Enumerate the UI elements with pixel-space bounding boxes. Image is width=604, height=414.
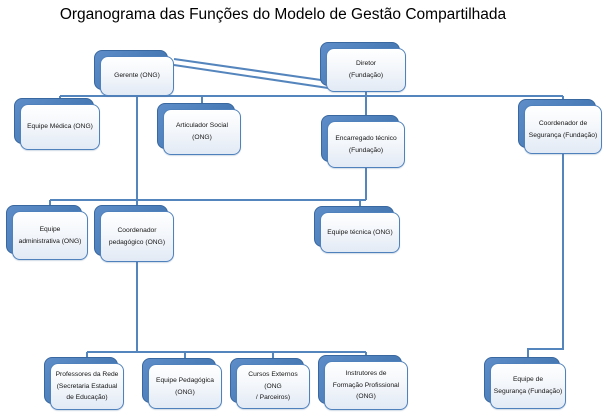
node-label: Equipe técnica (ONG) [327, 228, 393, 236]
node-coordenador-seguranca: Coordenador de Segurança (Fundação) [518, 99, 602, 154]
chart-title: Organograma das Funções do Modelo de Ges… [59, 6, 507, 23]
node-box: Gerente (ONG) [100, 56, 174, 96]
node-box: Diretor (Fundação) [326, 48, 406, 92]
node-label: Equipe de Segurança (Fundação) [493, 376, 563, 395]
node-box: Coordenador pedagógico (ONG) [100, 211, 174, 262]
edge-gerente-diretor-lower [173, 64, 329, 89]
node-label: Equipe administrativa (ONG) [18, 225, 82, 245]
node-box: Articulador Social (ONG) [163, 109, 241, 155]
node-label: Professores da Rede (Secretaria Estadual… [55, 370, 119, 402]
edge-coordseg-equipe-seguranca [527, 154, 564, 364]
node-box: Coordenador de Segurança (Fundação) [524, 105, 602, 154]
node-gerente: Gerente (ONG) [94, 50, 174, 96]
node-equipe-medica: Equipe Médica (ONG) [14, 98, 100, 150]
node-label: Coordenador pedagógico (ONG) [108, 226, 166, 246]
node-articulador-social: Articulador Social (ONG) [157, 103, 241, 155]
node-box: Equipe de Segurança (Fundação) [490, 363, 566, 409]
node-label: Diretor (Fundação) [348, 60, 384, 79]
edge-gerente-diretor-upper [173, 58, 329, 82]
node-professores-rede: Professores da Rede (Secretaria Estadual… [44, 357, 124, 410]
node-equipe-tecnica: Equipe técnica (ONG) [314, 206, 400, 253]
node-label: Equipe Pedagógica (ONG) [155, 376, 214, 396]
node-diretor: Diretor (Fundação) [320, 42, 406, 92]
node-equipe-administrativa: Equipe administrativa (ONG) [6, 205, 88, 260]
node-label: Instrutores de Formação Profissional (ON… [332, 369, 400, 401]
node-box: Instrutores de Formação Profissional (ON… [324, 361, 408, 410]
node-equipe-seguranca: Equipe de Segurança (Fundação) [484, 357, 566, 409]
node-equipe-pedagogica: Equipe Pedagógica (ONG) [142, 358, 222, 409]
node-label: Articulador Social (ONG) [175, 122, 229, 141]
node-box: Encarregado técnico (Fundação) [327, 121, 405, 168]
node-label: Coordenador de Segurança (Fundação) [528, 119, 598, 139]
node-label: Equipe Médica (ONG) [27, 123, 93, 131]
node-box: Equipe administrativa (ONG) [12, 211, 88, 260]
node-label: Encarregado técnico (Fundação) [335, 134, 397, 154]
node-coordenador-pedagogico: Coordenador pedagógico (ONG) [94, 205, 174, 262]
node-label: Cursos Externos (ONG / Parceiros) [248, 370, 298, 402]
node-box: Professores da Rede (Secretaria Estadual… [50, 363, 124, 410]
node-box: Equipe Pedagógica (ONG) [148, 364, 222, 409]
node-box: Equipe Médica (ONG) [20, 104, 100, 150]
node-instrutores-formacao: Instrutores de Formação Profissional (ON… [318, 355, 408, 410]
node-cursos-externos: Cursos Externos (ONG / Parceiros) [230, 358, 310, 409]
node-box: Cursos Externos (ONG / Parceiros) [236, 364, 310, 409]
node-label: Gerente (ONG) [114, 72, 160, 80]
node-encarregado-tecnico: Encarregado técnico (Fundação) [321, 115, 405, 168]
node-box: Equipe técnica (ONG) [320, 212, 400, 253]
